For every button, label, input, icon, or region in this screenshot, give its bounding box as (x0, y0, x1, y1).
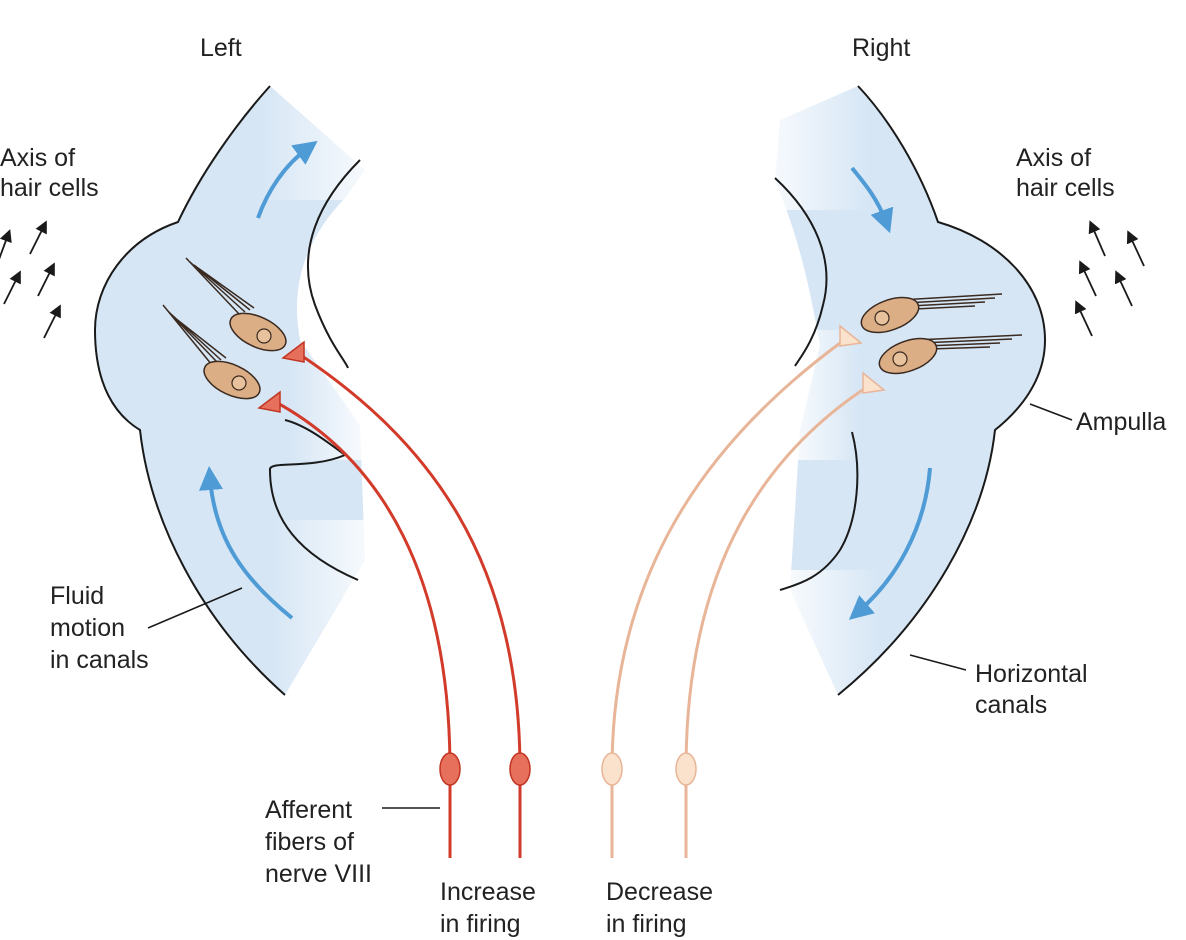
right-canal-outline-outer (837, 85, 1047, 696)
left-fiber-outer (295, 350, 522, 858)
leader-ampulla (1029, 403, 1073, 421)
label-increase-1: Increase (440, 878, 536, 906)
label-afferent-3: nerve VIII (265, 860, 372, 888)
label-axis-right-1: Axis of (1016, 144, 1091, 172)
left-fade-bottom (270, 520, 380, 700)
left-canal (93, 80, 531, 858)
left-terminal-inner (257, 390, 281, 413)
right-fiber-inner (684, 383, 871, 858)
label-right-title: Right (852, 34, 910, 62)
leader-lines (147, 403, 1073, 809)
label-horizontal-1: Horizontal (975, 660, 1088, 688)
label-axis-right-2: hair cells (1016, 174, 1115, 202)
label-fluid-3: in canals (50, 646, 149, 674)
right-hair-cell-upper (860, 293, 1003, 334)
right-flow-arrow-bottom (848, 467, 932, 620)
left-fiber-inner (271, 398, 452, 858)
right-fiber-outer (610, 336, 848, 858)
label-axis-left-1: Axis of (0, 144, 75, 172)
left-axis-arrows (0, 220, 61, 339)
right-canal-fill (775, 86, 1045, 695)
right-soma-outer (601, 752, 623, 786)
right-canal-outline-inner-loop (779, 431, 859, 591)
left-soma-outer (509, 752, 531, 786)
left-canal-outline-inner-top (307, 159, 361, 369)
right-fade-bottom (780, 570, 880, 700)
left-terminal-outer (281, 340, 305, 363)
right-terminal-outer (839, 324, 863, 347)
label-fluid-2: motion (50, 614, 125, 642)
right-flow-arrow-top (850, 166, 894, 234)
right-canal-outline-inner-top (774, 177, 828, 367)
left-soma-inner (439, 752, 461, 786)
right-terminal-inner (862, 371, 886, 394)
leader-horizontal (909, 654, 967, 671)
left-fade-top (260, 80, 380, 200)
label-afferent-1: Afferent (265, 796, 352, 824)
right-canal (601, 85, 1047, 858)
right-soma-inner (675, 752, 697, 786)
left-flow-arrow-bottom (199, 466, 294, 620)
label-fluid-1: Fluid (50, 582, 104, 610)
label-axis-left-2: hair cells (0, 174, 99, 202)
label-ampulla: Ampulla (1076, 408, 1166, 436)
right-axis-arrows (1074, 220, 1145, 337)
right-fade-top (760, 85, 870, 210)
label-decrease-2: in firing (606, 910, 687, 938)
label-decrease-1: Decrease (606, 878, 713, 906)
left-hair-cell-upper (185, 257, 287, 352)
leader-fluid (147, 587, 243, 629)
label-horizontal-2: canals (975, 691, 1047, 719)
label-afferent-2: fibers of (265, 828, 354, 856)
left-hair-cell-lower (162, 304, 261, 400)
left-canal-outline-inner-loop (269, 419, 359, 581)
left-canal-outline-outer (93, 85, 286, 696)
label-increase-2: in firing (440, 910, 521, 938)
right-hair-cell-lower (878, 334, 1023, 375)
left-flow-arrow-top (256, 140, 318, 219)
label-left-title: Left (200, 34, 242, 62)
